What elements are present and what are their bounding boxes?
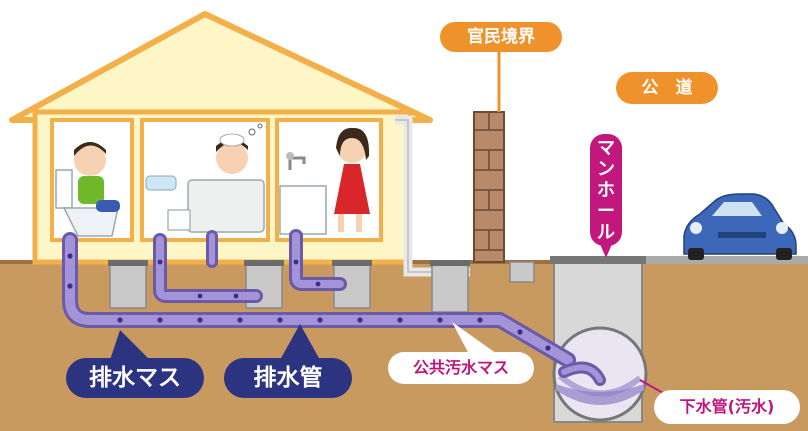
boundary-wall	[473, 48, 505, 263]
boundary-label: 官民境界	[440, 22, 562, 52]
rainwater-box	[509, 261, 535, 283]
manhole-label-char-5: ル	[597, 222, 615, 243]
child-head-toilet	[74, 144, 106, 176]
manhole-label-char-2: ン	[597, 159, 615, 180]
house-roof	[9, 11, 433, 123]
public-box-callout-pointer	[452, 322, 500, 356]
drain-pipe-network	[62, 229, 606, 386]
bath-scene	[145, 123, 265, 233]
manhole-label-char-1: マ	[597, 138, 615, 159]
drain-boxes	[109, 261, 535, 313]
manhole-label-char-4: ー	[597, 201, 615, 222]
manhole-structure	[550, 256, 648, 423]
pipe-dots	[67, 253, 551, 351]
public-sewage-box	[431, 263, 469, 313]
public-sewage-box-label: 公共汚水マス	[388, 352, 534, 384]
sink	[279, 185, 327, 235]
child-head-bath	[216, 142, 248, 174]
car	[683, 193, 797, 260]
manhole-label: マ ン ホ ー ル	[590, 134, 622, 246]
manhole-label-char-3: ホ	[597, 180, 615, 201]
drain-box-callout-pointer	[110, 330, 150, 360]
child-dress-kitchen	[334, 164, 370, 214]
sewer-pipe-label: 下水管(汚水)	[654, 390, 800, 424]
road-surface	[640, 256, 808, 264]
manhole-label-pointer	[600, 244, 612, 258]
bathtub	[187, 179, 265, 233]
drain-pipe-callout-pointer	[280, 324, 320, 360]
public-road-label: 公 道	[616, 72, 718, 104]
rain-gutter-pipe	[395, 115, 470, 277]
drain-box-label: 排水マス	[66, 358, 204, 398]
toilet-scene	[55, 142, 120, 237]
kitchen-scene	[279, 127, 370, 235]
drain-pipe-label: 排水管	[224, 358, 352, 398]
child-body-toilet	[78, 176, 104, 204]
drain-box-1	[109, 263, 147, 309]
